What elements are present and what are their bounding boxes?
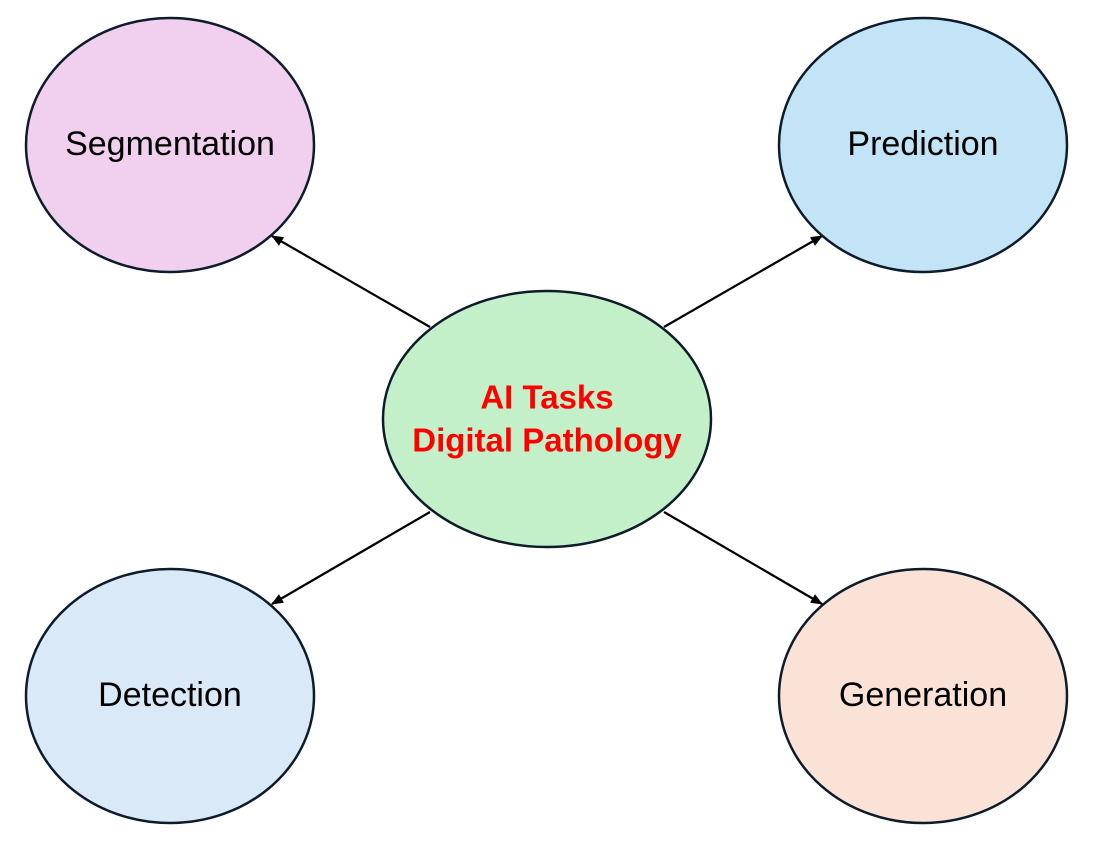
node-prediction: Prediction [777, 16, 1069, 274]
center-node: AI Tasks Digital Pathology [381, 289, 713, 549]
arrow-to-prediction [663, 235, 823, 328]
node-generation: Generation [777, 567, 1069, 825]
prediction-ellipse [777, 16, 1069, 274]
detection-ellipse [24, 567, 316, 825]
detection-label: Detection [98, 676, 242, 714]
center-ellipse [381, 289, 713, 549]
generation-ellipse [777, 567, 1069, 825]
segmentation-ellipse [24, 16, 316, 274]
center-title-line2: Digital Pathology [412, 422, 682, 459]
arrow-to-generation [663, 511, 823, 605]
arrow-to-segmentation [271, 235, 431, 328]
segmentation-label: Segmentation [65, 125, 275, 163]
generation-label: Generation [839, 676, 1007, 714]
arrow-to-detection [271, 511, 431, 605]
node-segmentation: Segmentation [24, 16, 316, 274]
prediction-label: Prediction [847, 125, 998, 163]
center-title-line1: AI Tasks [480, 379, 613, 416]
node-detection: Detection [24, 567, 316, 825]
